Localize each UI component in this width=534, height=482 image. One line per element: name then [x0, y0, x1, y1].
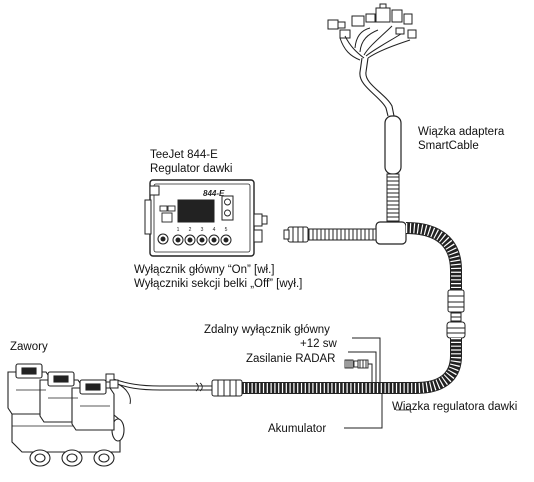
- section-number-4: 4: [213, 227, 216, 233]
- console-badge: 844-E: [203, 189, 225, 198]
- inline-connector-lower: [446, 321, 466, 339]
- label-remote-master-switch: Zdalny wyłącznik główny: [204, 324, 330, 336]
- teejet-844e-console: 844-E 1 2 3 4 5: [144, 179, 268, 257]
- label-valves: Zawory: [10, 341, 48, 353]
- inline-connector-upper: [447, 289, 465, 313]
- label-battery: Akumulator: [268, 423, 327, 435]
- section-switches: [172, 234, 232, 246]
- valve-cable-plugs: [105, 373, 131, 405]
- section-number-1: 1: [177, 227, 180, 233]
- label-controller-harness: Wiązka regulatora dawki: [392, 401, 518, 413]
- section-number-3: 3: [201, 227, 204, 233]
- console-screen: [177, 199, 215, 223]
- tee-junction: [375, 221, 407, 245]
- valve-assembly: [7, 363, 125, 467]
- power-leads: [344, 337, 383, 429]
- label-controller-title-1: TeeJet 844-E: [150, 149, 218, 161]
- label-master-switch: Wyłącznik główny “On” [wł.]: [134, 264, 275, 276]
- console-branch-connector: [283, 226, 309, 243]
- smartcable-connector-cluster: [327, 3, 417, 61]
- section-number-5: 5: [225, 227, 228, 233]
- label-smartcable-harness: Wiązka adaptera SmartCable: [418, 126, 505, 152]
- section-number-2: 2: [189, 227, 192, 233]
- radar-connector: [344, 359, 369, 369]
- console-branch-conduit: [307, 228, 377, 241]
- label-radar-power: Zasilanie RADAR: [246, 353, 336, 365]
- valve-harness-connector: [211, 379, 243, 397]
- smartcable-adapter-body: [384, 115, 402, 175]
- label-section-switches: Wyłączniki sekcji belki „Off” [wył.]: [134, 278, 303, 290]
- label-plus12sw: +12 sw: [300, 338, 337, 350]
- adapter-cable: [359, 57, 395, 117]
- adapter-conduit: [386, 173, 400, 227]
- label-controller-title-2: Regulator dawki: [150, 163, 233, 175]
